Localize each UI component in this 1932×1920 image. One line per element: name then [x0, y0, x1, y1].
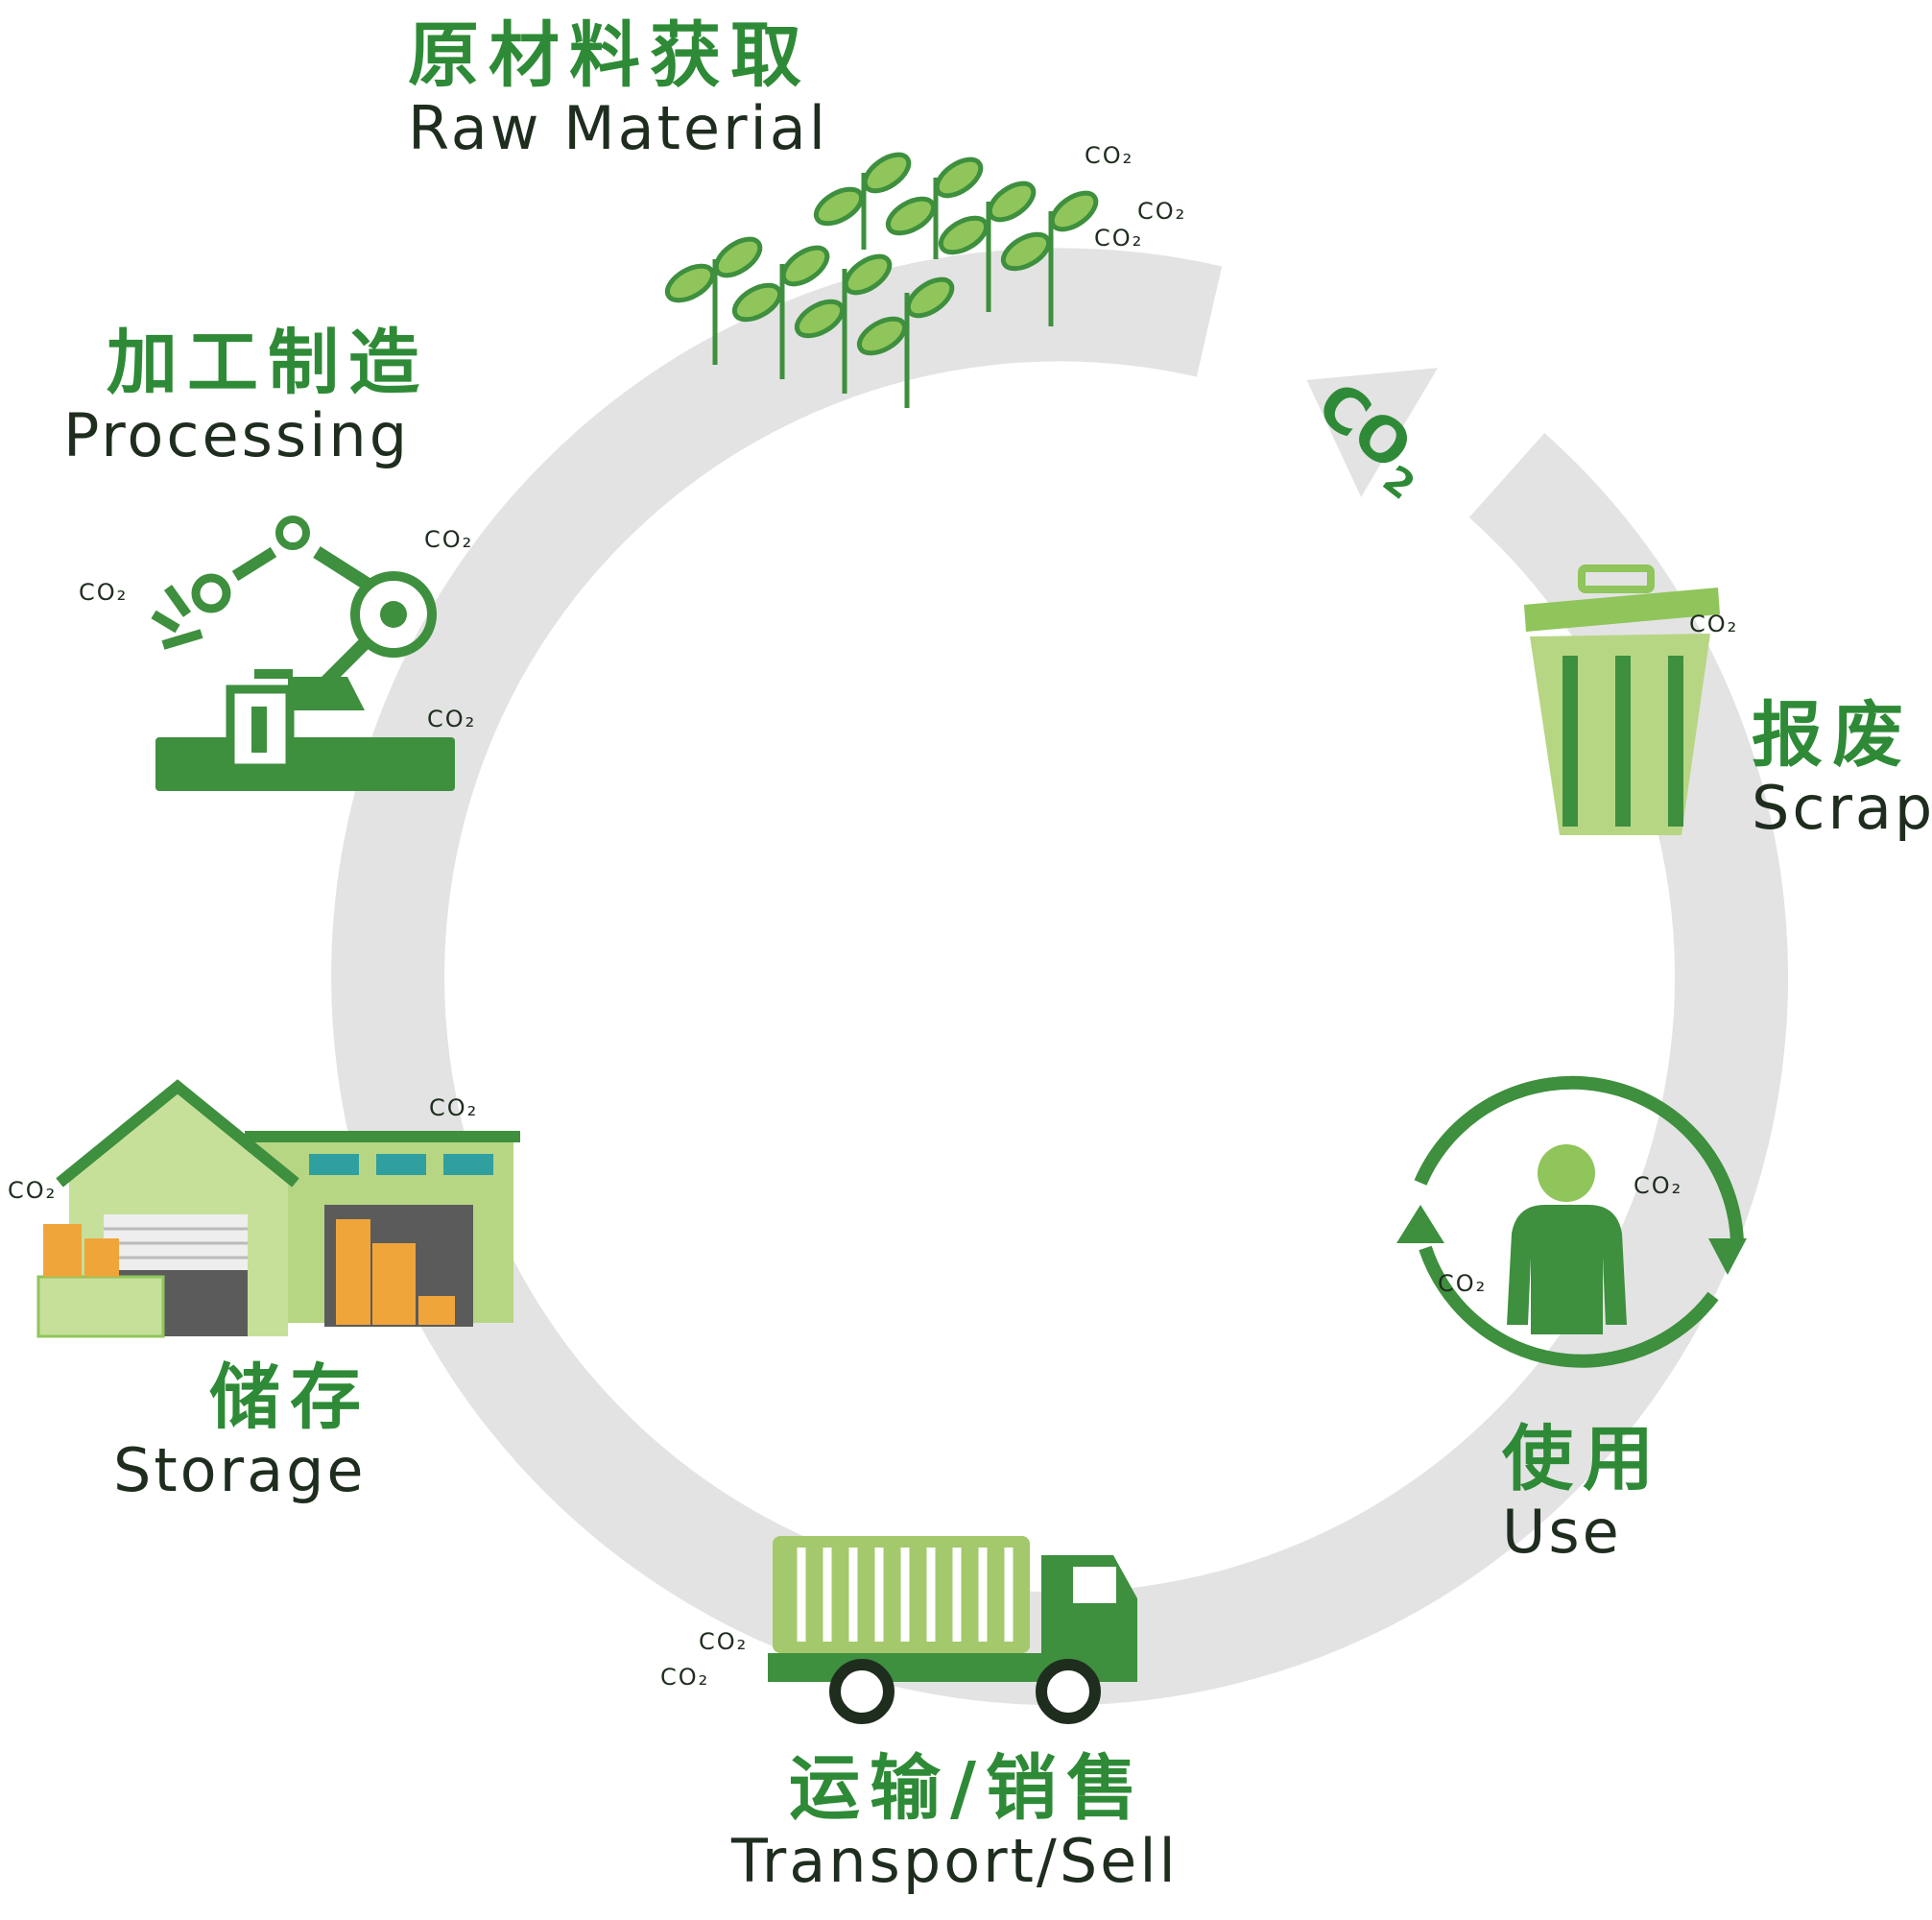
- stage-label-zh: 使用: [1502, 1418, 1663, 1500]
- box: [418, 1296, 455, 1325]
- sprout: [794, 253, 893, 394]
- co2-tag: CO₂: [8, 1177, 57, 1204]
- stage-use: 使用 Use: [1502, 1418, 1663, 1567]
- ring-arrow-head-icon: [1303, 365, 1442, 502]
- user-cycle-icon: [1396, 1075, 1747, 1368]
- sprout: [731, 245, 830, 379]
- co2-tag: CO₂: [660, 1664, 709, 1691]
- stage-label-en: Use: [1502, 1496, 1622, 1567]
- sprouts-icon: [664, 152, 1099, 408]
- co2-tag: CO₂: [424, 526, 473, 553]
- truck-icon: [768, 1536, 1137, 1724]
- stage-label-en: Storage: [113, 1434, 367, 1505]
- co2-tag: CO₂: [1634, 1172, 1682, 1199]
- stage-processing: 加工制造 Processing: [63, 322, 429, 470]
- sprout: [938, 180, 1037, 312]
- box: [372, 1243, 416, 1325]
- stage-label-en: Transport/Sell: [731, 1825, 1179, 1896]
- box: [43, 1224, 82, 1277]
- cycle-ring: CO2: [331, 248, 1789, 1706]
- stage-storage: 储存 Storage: [113, 1356, 370, 1505]
- stage-raw-material: 原材料获取 Raw Material: [408, 14, 829, 163]
- stage-label-zh: 储存: [209, 1356, 370, 1439]
- stage-label-zh: 报废: [1752, 694, 1913, 777]
- ring-arc: [331, 248, 1789, 1706]
- co2-tag: CO₂: [1689, 611, 1738, 637]
- person-head: [1538, 1144, 1595, 1202]
- co2-tags: CO₂ CO₂ CO₂ CO₂ CO₂ CO₂ CO₂ CO₂ CO₂ CO₂ …: [8, 142, 1738, 1691]
- trash-bin-icon: [1524, 564, 1720, 835]
- co2-tag: CO₂: [1438, 1270, 1487, 1297]
- warehouse-icon: [36, 1079, 520, 1338]
- stage-scrap: 报废 Scrap: [1752, 694, 1932, 843]
- box: [84, 1238, 119, 1277]
- sprout: [813, 152, 912, 250]
- sprout: [664, 236, 763, 365]
- sprout: [1000, 190, 1099, 326]
- co2-tag: CO₂: [1085, 142, 1133, 169]
- sprout: [856, 276, 955, 408]
- stage-transport: 运输/销售 Transport/Sell: [731, 1747, 1179, 1896]
- stage-label-en: Raw Material: [408, 92, 829, 163]
- conveyor-base: [155, 737, 455, 791]
- co2-tag: CO₂: [429, 1094, 478, 1121]
- stage-label-zh: 原材料获取: [408, 14, 811, 97]
- co2-tag: CO₂: [1137, 198, 1186, 225]
- co2-tag: CO₂: [699, 1628, 748, 1655]
- co2-tag: CO₂: [1094, 225, 1143, 252]
- stage-label-zh: 加工制造: [107, 322, 429, 404]
- stage-label-zh: 运输/销售: [789, 1747, 1148, 1830]
- stage-label-en: Processing: [63, 399, 411, 470]
- stage-label-en: Scrap: [1752, 772, 1932, 843]
- sprout: [885, 156, 984, 259]
- co2-tag: CO₂: [79, 579, 128, 606]
- box: [336, 1219, 370, 1325]
- co2-tag: CO₂: [427, 706, 476, 732]
- robot-arm-icon: [151, 516, 455, 791]
